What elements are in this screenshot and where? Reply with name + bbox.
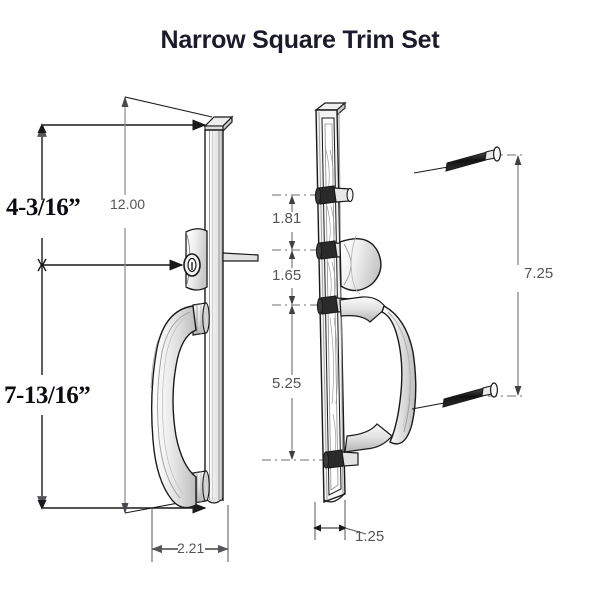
mounting-screw-top (413, 146, 502, 174)
dimension-label-handle-height: 7-13/16” (4, 382, 91, 409)
dimension-label-overall-top: 4-3/16” (6, 194, 81, 221)
exterior-mounting-boss-top (314, 185, 354, 205)
dimension-chain-middle (262, 194, 350, 461)
left-dimension-stack (37, 123, 47, 510)
dimension-right-plate-width (313, 500, 367, 540)
dimension-label-left-plate-width: 2.21 (177, 540, 205, 556)
dimension-left-plate-width (151, 505, 229, 562)
dimension-plate-length (121, 96, 213, 514)
exterior-thumbturn-knob (339, 235, 382, 295)
interior-pull-handle (150, 302, 210, 509)
dimension-label-screw-spacing: 7.25 (524, 265, 554, 282)
dimension-label-right-plate-width: 1.25 (355, 528, 385, 545)
exterior-mounting-boss-bottom (322, 449, 359, 469)
dimension-label-spacing-bottom: 5.25 (272, 375, 302, 392)
page-title: Narrow Square Trim Set (160, 26, 440, 54)
interior-key-cylinder (183, 228, 259, 291)
dimension-label-spacing-mid: 1.65 (272, 267, 302, 284)
dimension-label-spacing-top: 1.81 (272, 210, 302, 227)
exterior-pull-handle (339, 296, 417, 453)
mounting-screw-bottom (411, 382, 499, 410)
dimension-label-plate-length: 12.00 (110, 196, 146, 212)
dimension-screw-spacing (488, 154, 525, 397)
